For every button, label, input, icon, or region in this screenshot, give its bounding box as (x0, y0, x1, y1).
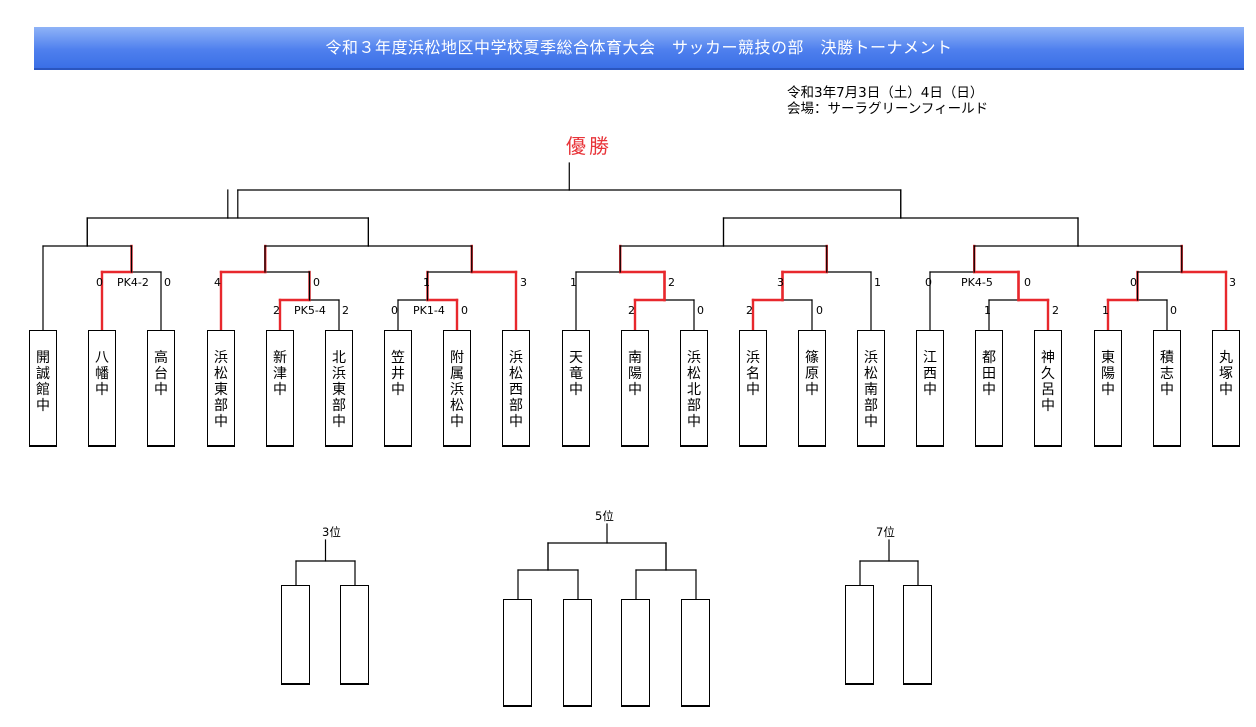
fifth-place-slot-2 (563, 599, 592, 707)
team-name: 開誠館中 (36, 350, 50, 414)
score-m5-right: 3 (520, 276, 527, 289)
score-m1-right: 0 (164, 276, 171, 289)
score-m10-right: 2 (1052, 304, 1059, 317)
team-name: 東陽中 (1101, 350, 1115, 398)
score-m3-right: 0 (313, 276, 320, 289)
score-m2-right: 2 (342, 304, 349, 317)
team-box: 丸塚中 (1212, 330, 1240, 447)
fifth-place-slot-4 (681, 599, 710, 707)
team-name: 江西中 (923, 350, 937, 398)
team-box: 附属浜松中 (443, 330, 471, 447)
team-box: 浜名中 (739, 330, 767, 447)
team-box: 浜松北部中 (680, 330, 708, 447)
team-box: 浜松東部中 (207, 330, 235, 447)
team-name: 浜松東部中 (214, 350, 228, 430)
score-m13-right: 3 (1229, 276, 1236, 289)
score-m6-left: 2 (628, 304, 635, 317)
score-m2-left: 2 (273, 304, 280, 317)
team-name: 浜名中 (746, 350, 760, 398)
third-place-slot-left (281, 585, 310, 685)
team-name: 八幡中 (95, 350, 109, 398)
pk-m11: PK4-5 (961, 276, 993, 289)
third-place-slot-right (340, 585, 369, 685)
team-box: 積志中 (1153, 330, 1181, 447)
pk-m1: PK4-2 (117, 276, 149, 289)
seventh-place-label: 7位 (876, 525, 895, 539)
score-m8-right: 0 (816, 304, 823, 317)
seventh-place-slot-left (845, 585, 874, 685)
score-m5-left: 1 (423, 276, 430, 289)
team-box: 天竜中 (562, 330, 590, 447)
team-name: 高台中 (154, 350, 168, 398)
venue-text: 会場：サーラグリーンフィールド (787, 101, 989, 117)
team-name: 篠原中 (805, 350, 819, 398)
team-name: 南陽中 (628, 350, 642, 398)
team-name: 新津中 (273, 350, 287, 398)
score-m10-left: 1 (984, 304, 991, 317)
title-banner: 令和３年度浜松地区中学校夏季総合体育大会 サッカー競技の部 決勝トーナメント (34, 27, 1244, 70)
team-name: 丸塚中 (1219, 350, 1233, 398)
score-m8-left: 2 (746, 304, 753, 317)
team-box: 篠原中 (798, 330, 826, 447)
champion-label: 優勝 (566, 134, 612, 158)
team-name: 浜松北部中 (687, 350, 701, 430)
team-box: 江西中 (916, 330, 944, 447)
team-box: 東陽中 (1094, 330, 1122, 447)
team-box: 浜松西部中 (502, 330, 530, 447)
date-text: 令和3年7月3日（土）4日（日） (787, 85, 984, 101)
page-title: 令和３年度浜松地区中学校夏季総合体育大会 サッカー競技の部 決勝トーナメント (325, 38, 953, 57)
seventh-place-slot-right (903, 585, 932, 685)
score-m9-right: 1 (874, 276, 881, 289)
score-m13-left: 0 (1130, 276, 1137, 289)
team-name: 神久呂中 (1041, 350, 1055, 414)
score-m11-right: 0 (1024, 276, 1031, 289)
fifth-place-slot-1 (503, 599, 532, 707)
team-box: 開誠館中 (29, 330, 57, 447)
score-m4-right: 0 (461, 304, 468, 317)
team-box: 南陽中 (621, 330, 649, 447)
third-place-label: 3位 (322, 525, 341, 539)
team-box: 浜松南部中 (857, 330, 885, 447)
score-m7-right: 2 (668, 276, 675, 289)
team-box: 笠井中 (384, 330, 412, 447)
team-name: 都田中 (982, 350, 996, 398)
team-box: 高台中 (147, 330, 175, 447)
score-m7-left: 1 (570, 276, 577, 289)
score-m6-right: 0 (697, 304, 704, 317)
pk-m2: PK5-4 (294, 304, 326, 317)
score-m11-left: 0 (925, 276, 932, 289)
score-m3-left: 4 (214, 276, 221, 289)
team-name: 積志中 (1160, 350, 1174, 398)
score-m9-left: 3 (777, 276, 784, 289)
team-name: 附属浜松中 (450, 350, 464, 430)
team-name: 浜松南部中 (864, 350, 878, 430)
team-box: 北浜東部中 (325, 330, 353, 447)
score-m12-left: 1 (1102, 304, 1109, 317)
pk-m4: PK1-4 (413, 304, 445, 317)
team-name: 天竜中 (569, 350, 583, 398)
score-m4-left: 0 (391, 304, 398, 317)
score-m1-left: 0 (96, 276, 103, 289)
team-box: 新津中 (266, 330, 294, 447)
fifth-place-slot-3 (621, 599, 650, 707)
team-box: 八幡中 (88, 330, 116, 447)
team-name: 浜松西部中 (509, 350, 523, 430)
fifth-place-label: 5位 (595, 509, 614, 523)
team-name: 北浜東部中 (332, 350, 346, 430)
score-m12-right: 0 (1170, 304, 1177, 317)
team-box: 都田中 (975, 330, 1003, 447)
team-box: 神久呂中 (1034, 330, 1062, 447)
team-name: 笠井中 (391, 350, 405, 398)
